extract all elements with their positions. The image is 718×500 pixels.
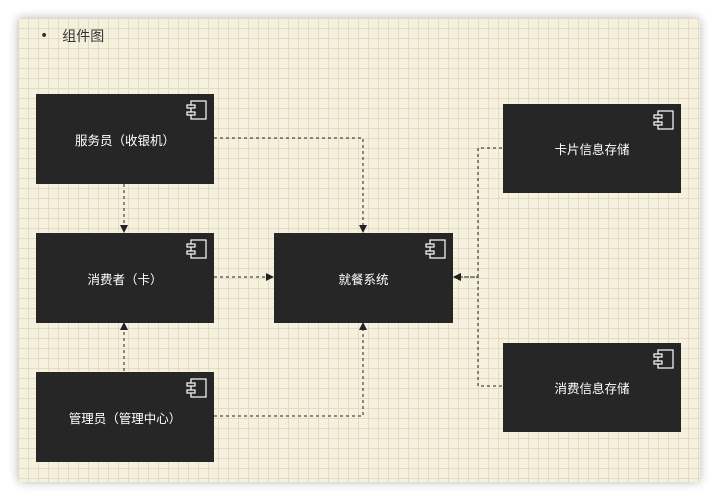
node-dining-label: 就餐系统 <box>338 271 389 287</box>
node-card-store-label: 卡片信息存储 <box>554 142 630 157</box>
edge-waiter-dining <box>214 137 367 233</box>
node-consume-store[interactable]: 消费信息存储 <box>503 343 681 432</box>
node-waiter[interactable]: 服务员（收银机） <box>36 94 214 184</box>
edge-consumestore-dining <box>453 273 502 387</box>
node-card-store[interactable]: 卡片信息存储 <box>503 104 681 193</box>
component-icon <box>653 110 674 130</box>
node-dining-system[interactable]: 就餐系统 <box>274 233 453 323</box>
edge-admin-dining <box>214 322 367 417</box>
component-icon <box>653 349 674 369</box>
edge-cardstore-dining <box>453 147 502 281</box>
node-consumer-label: 消费者（卡） <box>87 271 163 287</box>
node-admin-label: 管理员（管理中心） <box>68 410 182 426</box>
component-icon <box>186 100 207 120</box>
node-waiter-label: 服务员（收银机） <box>74 132 175 148</box>
node-consume-store-label: 消费信息存储 <box>554 381 630 396</box>
node-consumer[interactable]: 消费者（卡） <box>36 233 214 323</box>
diagram-heading: • 组件图 <box>40 26 104 46</box>
component-icon <box>425 239 446 259</box>
diagram-title: 组件图 <box>62 29 105 45</box>
bullet-icon: • <box>40 28 49 44</box>
node-admin[interactable]: 管理员（管理中心） <box>36 372 214 462</box>
component-icon <box>186 239 207 259</box>
component-icon <box>186 378 207 398</box>
